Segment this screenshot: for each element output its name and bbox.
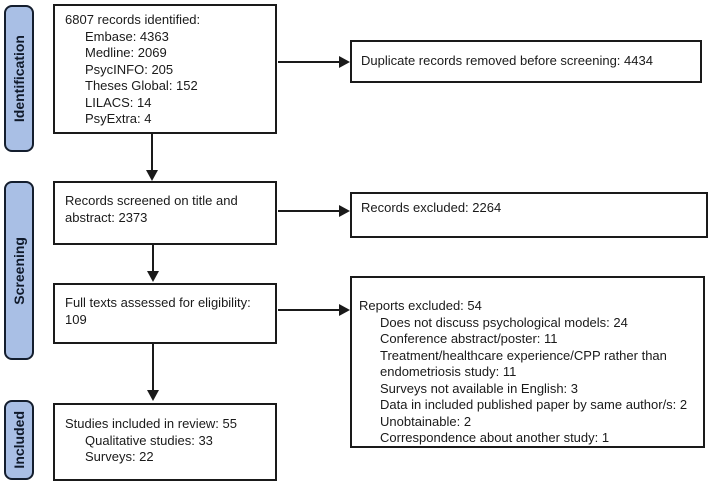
stage-label-included: Included [4,400,34,480]
sub-line: Theses Global: 152 [85,78,198,93]
stage-label-screening: Screening [4,181,34,360]
arrow-screened-to-excluded [278,206,350,216]
records-screened-box: Records screened on title and abstract: … [53,181,277,245]
sub-line: Surveys: 22 [85,449,154,464]
duplicates-removed-text: Duplicate records removed before screeni… [361,53,653,69]
sub-line: LILACS: 14 [85,94,152,110]
records-excluded-text: Records excluded: 2264 [361,200,502,215]
sub-line: Medline: 2069 [85,45,167,60]
stage-label-included-text: Included [11,411,27,469]
sub-line: Correspondence about another study: 1 [380,430,610,445]
arrow-fulltexts-to-included [148,344,158,401]
stage-label-screening-text: Screening [11,236,27,305]
studies-included-title: Studies included in review: 55 [65,416,237,431]
arrow-identified-to-screened [147,134,157,181]
sub-line: PsycINFO: 205 [85,61,174,77]
stage-label-identification-text: Identification [11,34,27,123]
duplicates-removed-box: Duplicate records removed before screeni… [350,40,702,83]
arrow-fulltexts-to-reports-excluded [278,305,350,315]
sub-line: Conference abstract/poster: 11 [380,331,558,346]
sub-line: Data in included published paper by same… [380,397,688,412]
sub-line: Embase: 4363 [85,28,169,44]
sub-line: Treatment/healthcare experience/CPP rath… [380,347,667,380]
records-screened-line2: abstract: 2373 [65,209,148,225]
records-screened-line1: Records screened on title and [65,193,238,208]
arrow-screened-to-fulltexts [148,245,158,282]
sub-line: Does not discuss psychological models: 2… [380,314,628,330]
studies-included-box: Studies included in review: 55 Qualitati… [53,403,277,481]
reports-excluded-reasons: Does not discuss psychological models: 2… [359,315,700,447]
sub-line: Surveys not available in English: 3 [380,380,579,396]
full-texts-line1: Full texts assessed for eligibility: [65,295,251,310]
records-identified-title: 6807 records identified: [65,12,201,27]
stage-label-identification: Identification [4,5,34,152]
sub-line: Unobtainable: 2 [380,413,472,429]
sub-line: Qualitative studies: 33 [85,432,213,448]
reports-excluded-title: Reports excluded: 54 [359,298,482,313]
full-texts-line2: 109 [65,311,87,327]
sub-line: PsyExtra: 4 [85,111,152,126]
reports-excluded-box: Reports excluded: 54 Does not discuss ps… [350,276,705,448]
arrow-identified-to-duplicates [278,57,350,67]
full-texts-assessed-box: Full texts assessed for eligibility: 109 [53,283,277,344]
records-excluded-box: Records excluded: 2264 [350,192,708,238]
